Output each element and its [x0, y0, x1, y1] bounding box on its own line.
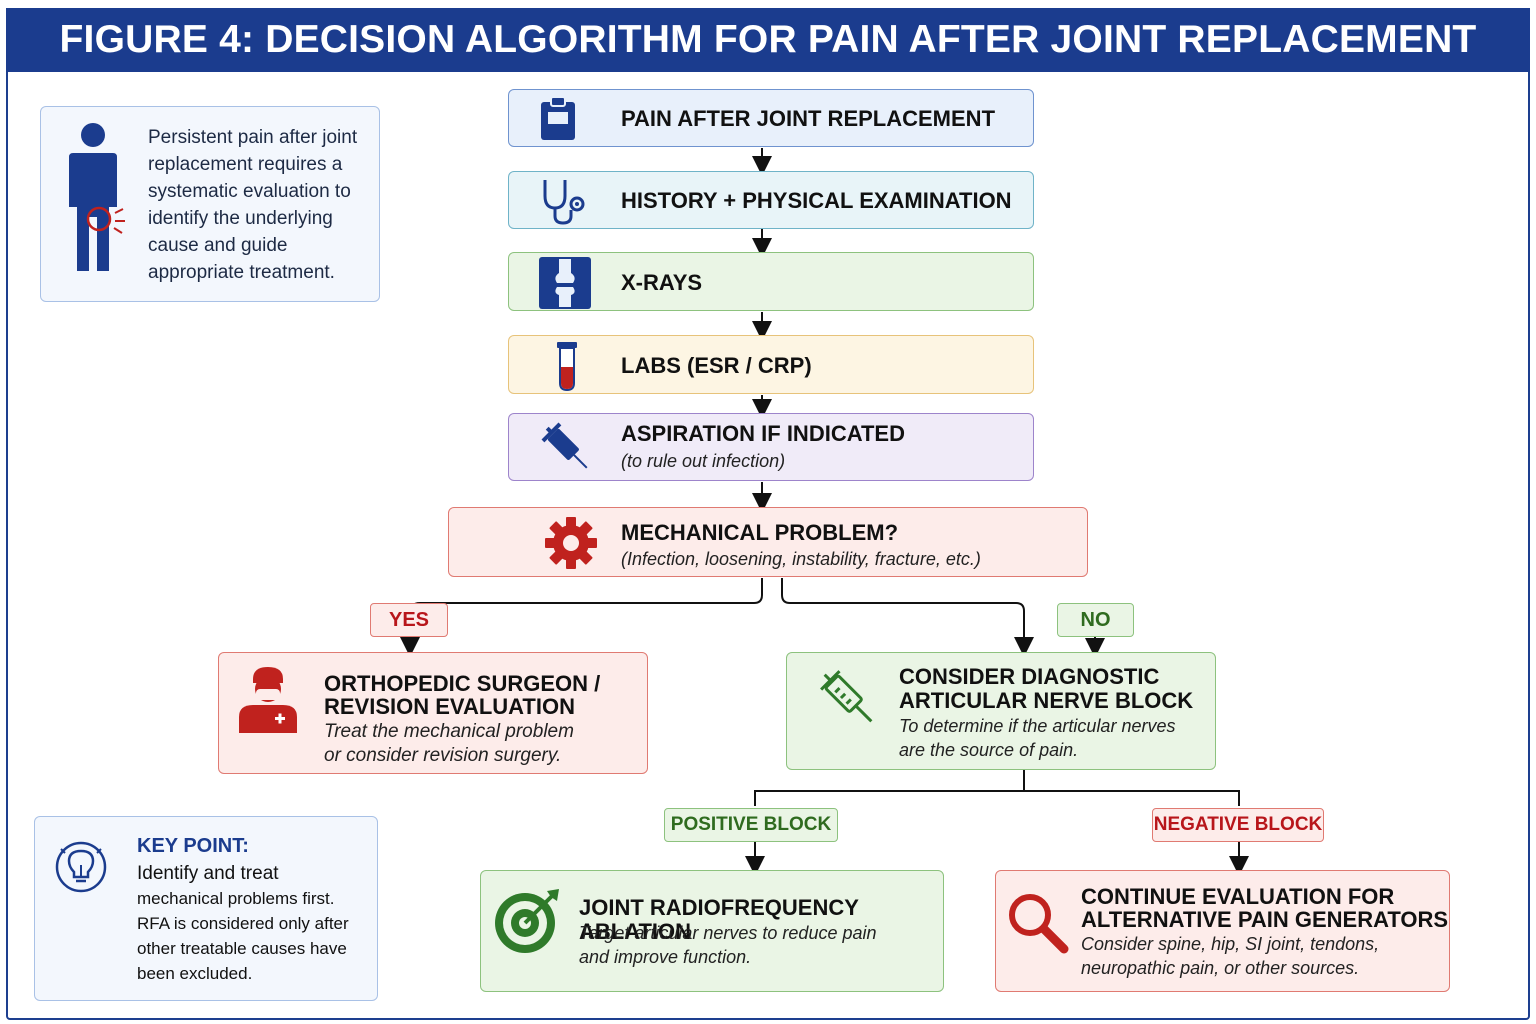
arrow-yes-branch	[400, 578, 763, 657]
nerve-block-text-1: To determine if the articular nerves	[899, 716, 1176, 736]
nerve-block-title-1: CONSIDER DIAGNOSTIC	[899, 664, 1160, 689]
figure-title: FIGURE 4: DECISION ALGORITHM FOR PAIN AF…	[6, 8, 1530, 72]
rfa-text-2: and improve function.	[579, 947, 752, 967]
magnifier-icon	[1009, 894, 1069, 954]
nerve-block-text-2: are the source of pain.	[899, 740, 1079, 760]
syringe-icon	[541, 422, 588, 469]
step-aspiration-note: (to rule out infection)	[621, 451, 786, 471]
step-xrays: X-RAYS	[508, 252, 1034, 311]
step-labs: LABS (ESR / CRP)	[508, 335, 1034, 394]
surgeon-icon	[239, 667, 297, 733]
test-tube-icon	[557, 342, 577, 391]
step-aspiration: ASPIRATION IF INDICATED (to rule out inf…	[508, 413, 1034, 481]
rfa-text-1: Target articular nerves to reduce pain	[579, 923, 877, 943]
key-point-title: KEY POINT:	[137, 835, 249, 857]
target-icon	[495, 889, 559, 953]
step-history: HISTORY + PHYSICAL EXAMINATION	[508, 171, 1034, 229]
rfa-title: JOINT RADIOFREQUENCY ABLATION	[579, 895, 859, 944]
ortho-text-2: or consider revision surgery.	[324, 745, 562, 766]
continue-text-1: Consider spine, hip, SI joint, tendons,	[1081, 934, 1380, 954]
ortho-title-2: REVISION EVALUATION	[324, 694, 575, 719]
step-pain-title: PAIN AFTER JOINT REPLACEMENT	[621, 106, 996, 131]
step-mechanical-note: (Infection, loosening, instability, frac…	[621, 549, 981, 569]
lightbulb-icon	[55, 841, 107, 893]
step-pain: PAIN AFTER JOINT REPLACEMENT	[508, 89, 1034, 147]
xray-knee-icon	[539, 257, 591, 309]
key-point-box: KEY POINT: Identify and treat mechanical…	[34, 816, 378, 1001]
syringe-icon	[820, 670, 873, 723]
step-history-title: HISTORY + PHYSICAL EXAMINATION	[621, 188, 1012, 213]
ortho-title-1: ORTHOPEDIC SURGEON /	[324, 671, 601, 696]
step-mechanical: MECHANICAL PROBLEM? (Infection, loosenin…	[448, 507, 1088, 577]
no-label: NO	[1057, 603, 1134, 637]
yes-label: YES	[370, 603, 448, 637]
continue-title-2: ALTERNATIVE PAIN GENERATORS	[1081, 907, 1449, 932]
negative-block-label: NEGATIVE BLOCK	[1152, 808, 1324, 842]
continue-title-1: CONTINUE EVALUATION FOR	[1081, 884, 1395, 909]
key-point-body: mechanical problems first. RFA is consid…	[137, 889, 349, 983]
stethoscope-icon	[543, 180, 585, 225]
positive-block-label: POSITIVE BLOCK	[664, 808, 838, 842]
nerve-block-box: CONSIDER DIAGNOSTIC ARTICULAR NERVE BLOC…	[786, 652, 1216, 770]
rfa-box: JOINT RADIOFREQUENCY ABLATION Target art…	[480, 870, 944, 992]
nerve-block-title-2: ARTICULAR NERVE BLOCK	[899, 688, 1194, 713]
step-aspiration-title: ASPIRATION IF INDICATED	[621, 421, 905, 446]
ortho-text-1: Treat the mechanical problem	[324, 721, 574, 742]
step-xrays-title: X-RAYS	[621, 270, 703, 295]
intro-box: Persistent pain after joint replacement …	[40, 106, 380, 302]
intro-text: Persistent pain after joint replacement …	[148, 127, 358, 283]
clipboard-icon	[541, 96, 575, 140]
arrow-no-branch	[781, 578, 1034, 657]
ortho-box: ORTHOPEDIC SURGEON / REVISION EVALUATION…	[218, 652, 648, 774]
continue-evaluation-box: CONTINUE EVALUATION FOR ALTERNATIVE PAIN…	[995, 870, 1450, 992]
continue-text-2: neuropathic pain, or other sources.	[1081, 958, 1360, 978]
human-pain-icon	[69, 123, 125, 271]
line-to-positive	[754, 770, 1025, 806]
key-point-line-1: Identify and treat	[137, 863, 279, 884]
step-mechanical-title: MECHANICAL PROBLEM?	[621, 520, 899, 545]
gear-icon	[545, 517, 597, 569]
line-to-negative	[1024, 790, 1240, 806]
step-labs-title: LABS (ESR / CRP)	[621, 353, 812, 378]
